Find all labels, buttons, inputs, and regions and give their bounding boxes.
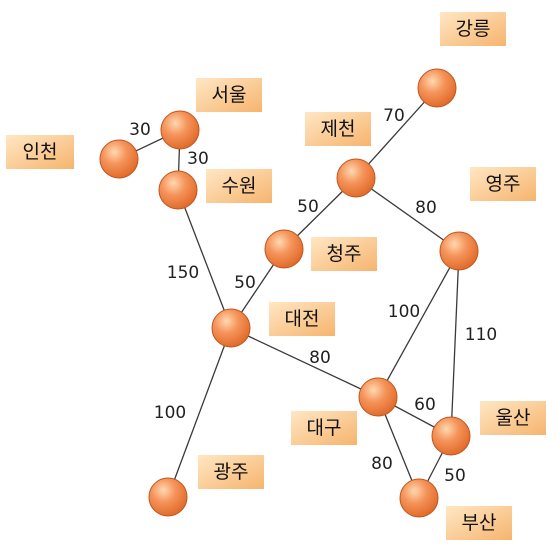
- label-text-busan: 부산: [462, 512, 497, 534]
- label-text-seoul: 서울: [212, 84, 247, 106]
- edge-weight-jecheon-yeongju: 80: [415, 198, 437, 218]
- label-suwon: 수원: [206, 169, 272, 203]
- node-daejeon: [211, 308, 251, 348]
- label-box-gwangju: [198, 455, 264, 489]
- edge-weight-ulsan-busan: 50: [444, 466, 466, 486]
- label-text-cheongju: 청주: [327, 243, 362, 265]
- node-daegu: [358, 377, 398, 417]
- label-text-suwon: 수원: [222, 175, 257, 197]
- label-box-incheon: [6, 135, 74, 169]
- label-cheongju: 청주: [311, 237, 377, 271]
- label-text-gangneung: 강릉: [456, 18, 491, 40]
- edge-weight-yeongju-ulsan: 110: [465, 325, 497, 345]
- edge-weights-layer: 30 30 150 70 50 80 50 100 110 80 100 60 80 50: [129, 106, 497, 486]
- edge-weight-yeongju-daegu: 100: [388, 302, 420, 322]
- label-jecheon: 제천: [305, 112, 371, 146]
- node-cheongju: [264, 229, 304, 269]
- label-seoul: 서울: [196, 78, 262, 112]
- label-box-suwon: [206, 169, 272, 203]
- label-box-gangneung: [440, 12, 506, 46]
- edge-weight-jecheon-cheongju: 50: [297, 197, 319, 217]
- label-text-yeongju: 영주: [486, 173, 521, 195]
- label-box-jecheon: [305, 112, 371, 146]
- label-box-daejeon: [269, 302, 335, 336]
- node-yeongju: [439, 231, 479, 271]
- edge-weight-daegu-ulsan: 60: [414, 395, 436, 415]
- label-text-incheon: 인천: [23, 141, 58, 163]
- edge-weight-daejeon-gwangju: 100: [154, 403, 186, 423]
- label-box-seoul: [196, 78, 262, 112]
- label-incheon: 인천: [6, 135, 74, 169]
- edge-suwon-daejeon: [177, 189, 232, 329]
- edge-jecheon-yeongju: [355, 177, 460, 252]
- label-daejeon: 대전: [269, 302, 335, 336]
- label-text-daegu: 대구: [307, 417, 342, 439]
- edge-daejeon-gwangju: [167, 327, 232, 498]
- label-busan: 부산: [446, 506, 512, 540]
- edge-weight-suwon-daejeon: 150: [167, 263, 199, 283]
- label-text-daejeon: 대전: [285, 308, 320, 330]
- node-incheon: [99, 139, 139, 179]
- label-box-cheongju: [311, 237, 377, 271]
- node-seoul: [160, 110, 200, 150]
- label-text-jecheon: 제천: [321, 118, 356, 140]
- node-gangneung: [417, 68, 457, 108]
- label-yeongju: 영주: [470, 167, 536, 201]
- edge-jecheon-gangneung: [355, 87, 438, 179]
- node-ulsan: [431, 416, 471, 456]
- label-ulsan: 울산: [480, 401, 546, 435]
- node-gwangju: [148, 477, 188, 517]
- edges-layer: [118, 87, 460, 499]
- nodes-layer: [99, 68, 479, 518]
- label-box-daegu: [291, 411, 357, 445]
- edge-weight-seoul-suwon: 30: [187, 149, 209, 169]
- edge-yeongju-daegu: [377, 250, 460, 398]
- edge-weight-jecheon-gangneung: 70: [383, 106, 405, 126]
- edge-weight-daejeon-daegu: 80: [309, 348, 331, 368]
- edge-weight-cheongju-daejeon: 50: [234, 273, 256, 293]
- edge-daejeon-daegu: [230, 327, 379, 398]
- label-box-busan: [446, 506, 512, 540]
- node-suwon: [158, 170, 198, 210]
- label-gangneung: 강릉: [440, 12, 506, 46]
- node-jecheon: [336, 158, 376, 198]
- label-box-ulsan: [480, 401, 546, 435]
- label-text-gwangju: 광주: [214, 461, 249, 483]
- node-busan: [399, 478, 439, 518]
- edge-yeongju-ulsan: [450, 250, 460, 437]
- label-gwangju: 광주: [198, 455, 264, 489]
- edge-weight-incheon-seoul: 30: [129, 120, 151, 140]
- label-daegu: 대구: [291, 411, 357, 445]
- edge-weight-daegu-busan: 80: [371, 454, 393, 474]
- label-box-yeongju: [470, 167, 536, 201]
- label-text-ulsan: 울산: [496, 407, 531, 429]
